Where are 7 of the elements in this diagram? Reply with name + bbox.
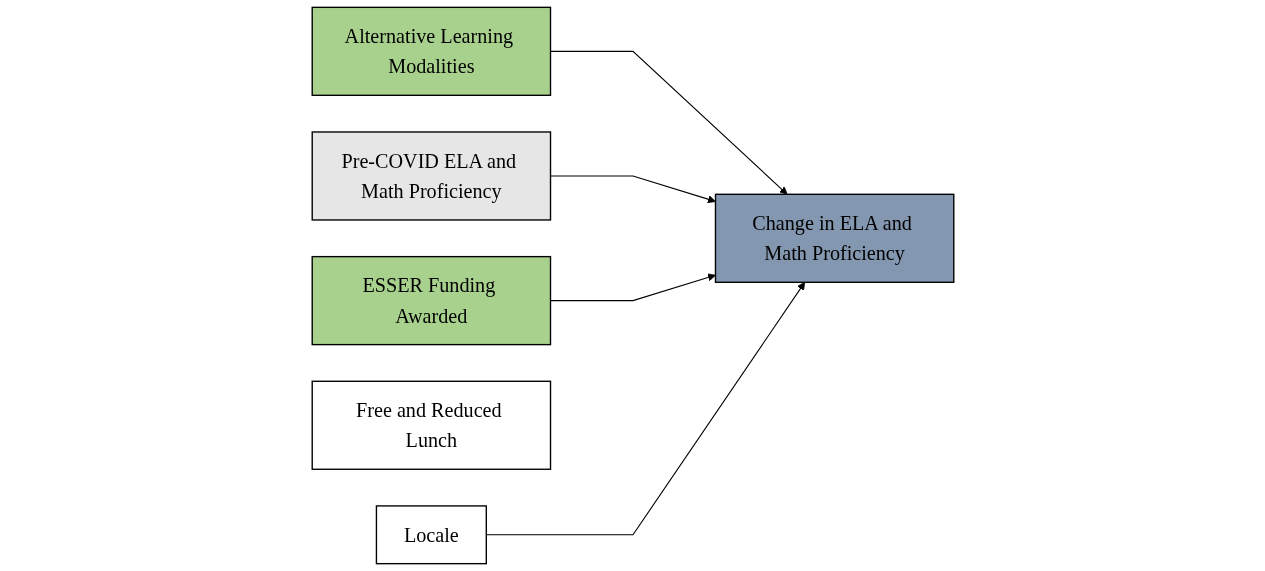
node-box: Change in ELA and Math Proficiency — [714, 193, 954, 283]
arrow — [485, 281, 805, 536]
node-box: Free and Reduced Lunch — [311, 380, 551, 470]
node-box: ESSER Funding Awarded — [311, 255, 551, 346]
node-box: Locale — [375, 505, 487, 565]
node-box: Pre-COVID ELA and Math Proficiency — [311, 131, 551, 221]
node-box: Alternative Learning Modalities — [311, 6, 551, 96]
